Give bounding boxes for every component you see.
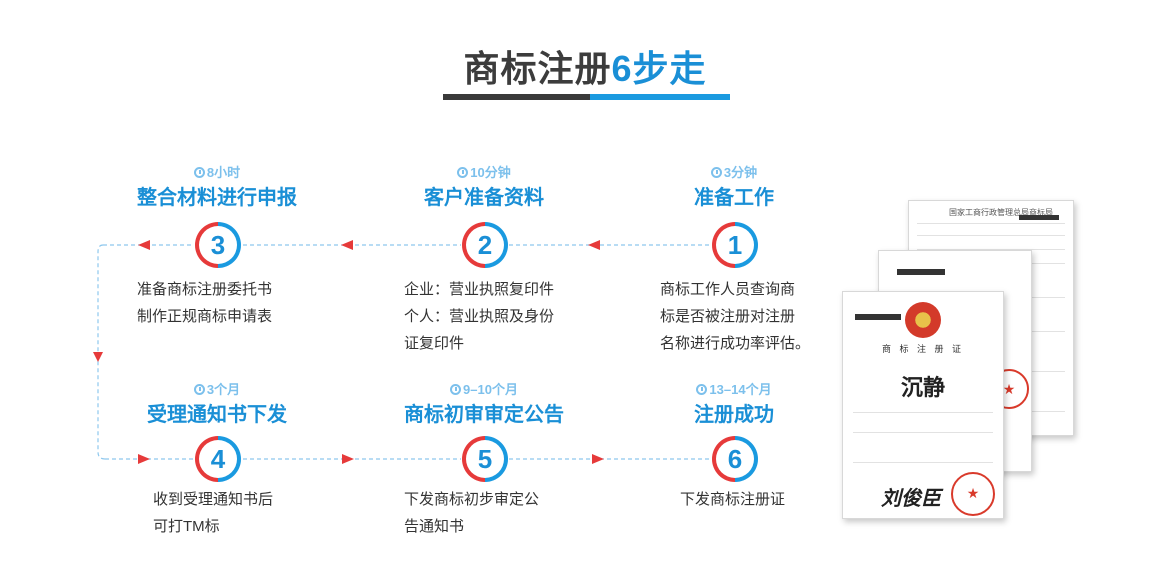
step-5-description: 下发商标初步审定公 告通知书 — [404, 486, 539, 540]
step-3-header: 8小时 整合材料进行申报 — [97, 164, 337, 212]
step-2-desc-line: 个人：营业执照及身份 — [404, 308, 555, 325]
clock-icon — [696, 384, 708, 395]
step-3-description: 准备商标注册委托书 制作正规商标申请表 — [137, 276, 272, 330]
step-5-time: 9–10个月 — [364, 381, 604, 399]
certificate-trademark-name: 沉静 — [900, 375, 945, 400]
step-4-desc-line: 可打TM标 — [153, 518, 220, 535]
signature: 刘俊臣 — [881, 486, 941, 510]
page-title-accent: 6步走 — [611, 48, 707, 89]
clock-icon — [193, 167, 205, 178]
step-6-time: 13–14个月 — [614, 381, 854, 399]
step-4-number: 4 — [199, 440, 237, 478]
page-title-main: 商标注册 — [463, 48, 612, 89]
step-3-time-label: 8小时 — [206, 165, 241, 180]
step-4-desc-line: 收到受理通知书后 — [153, 491, 274, 508]
step-2-description: 企业：营业执照复印件 个人：营业执照及身份 证复印件 — [404, 276, 554, 357]
arrow-left-icon — [341, 240, 353, 250]
title-underline-blue — [590, 94, 730, 100]
step-1-header: 3分钟 准备工作 — [614, 164, 854, 212]
step-5-header: 9–10个月 商标初审审定公告 — [364, 381, 604, 429]
step-5-number: 5 — [466, 440, 504, 478]
arrow-down-icon — [93, 352, 103, 362]
step-3-number: 3 — [199, 226, 237, 264]
step-1-title: 准备工作 — [694, 187, 774, 209]
step-1-desc-line: 标是否被注册对注册 — [660, 308, 796, 325]
step-1-time: 3分钟 — [614, 164, 854, 182]
certificate-front-page: 商 标 注 册 证 沉静 刘俊臣 ★ — [842, 291, 1004, 519]
logo-mark — [897, 269, 945, 275]
page-title: 商标注册6步走 — [0, 40, 1170, 92]
step-1-description: 商标工作人员查询商 标是否被注册对注册 名称进行成功率评估。 — [660, 276, 810, 357]
step-6-number: 6 — [716, 440, 754, 478]
step-2-badge: 2 — [462, 222, 508, 268]
logo-mark — [855, 314, 901, 320]
step-2-desc-line: 企业：营业执照复印件 — [404, 281, 555, 298]
step-3-desc-line: 准备商标注册委托书 — [137, 281, 273, 298]
step-3-title: 整合材料进行申报 — [137, 187, 297, 209]
step-2-time: 10分钟 — [364, 164, 604, 182]
step-1-badge: 1 — [712, 222, 758, 268]
arrow-right-icon — [138, 454, 150, 464]
step-6-desc-line: 下发商标注册证 — [680, 491, 786, 508]
clock-icon — [710, 167, 722, 178]
step-1-desc-line: 名称进行成功率评估。 — [660, 335, 811, 352]
step-2-title: 客户准备资料 — [424, 187, 544, 209]
logo-mark — [1019, 215, 1059, 220]
step-2-number: 2 — [466, 226, 504, 264]
step-5-desc-line: 告通知书 — [404, 518, 465, 535]
step-6-title: 注册成功 — [694, 404, 774, 426]
arrow-right-icon — [592, 454, 604, 464]
certificate-back-header: 国家工商行政管理总局商标局 — [949, 208, 1053, 217]
arrow-left-icon — [588, 240, 600, 250]
clock-icon — [193, 384, 205, 395]
step-5-time-label: 9–10个月 — [463, 382, 518, 397]
step-1-desc-line: 商标工作人员查询商 — [660, 281, 796, 298]
step-3-time: 8小时 — [97, 164, 337, 182]
national-emblem-icon — [905, 302, 941, 338]
title-underline-dark — [443, 94, 603, 100]
step-4-description: 收到受理通知书后 可打TM标 — [153, 486, 273, 540]
step-2-desc-line: 证复印件 — [404, 335, 465, 352]
arrow-right-icon — [342, 454, 354, 464]
arrow-left-icon — [138, 240, 150, 250]
step-5-title: 商标初审审定公告 — [404, 404, 564, 426]
step-4-badge: 4 — [195, 436, 241, 482]
step-6-time-label: 13–14个月 — [709, 382, 772, 397]
step-1-number: 1 — [716, 226, 754, 264]
trademark-office-seal-icon: ★ — [951, 472, 995, 516]
step-6-description: 下发商标注册证 — [680, 486, 785, 513]
step-4-time: 3个月 — [97, 381, 337, 399]
step-3-desc-line: 制作正规商标申请表 — [137, 308, 273, 325]
clock-icon — [450, 384, 462, 395]
step-6-badge: 6 — [712, 436, 758, 482]
step-1-time-label: 3分钟 — [723, 165, 758, 180]
step-3-badge: 3 — [195, 222, 241, 268]
step-5-desc-line: 下发商标初步审定公 — [404, 491, 540, 508]
step-2-header: 10分钟 客户准备资料 — [364, 164, 604, 212]
step-4-header: 3个月 受理通知书下发 — [97, 381, 337, 429]
step-4-time-label: 3个月 — [206, 382, 241, 397]
step-6-header: 13–14个月 注册成功 — [614, 381, 854, 429]
step-5-badge: 5 — [462, 436, 508, 482]
certificate-title: 商 标 注 册 证 — [881, 344, 964, 354]
step-4-title: 受理通知书下发 — [147, 404, 287, 426]
step-2-time-label: 10分钟 — [470, 165, 511, 180]
clock-icon — [457, 167, 469, 178]
